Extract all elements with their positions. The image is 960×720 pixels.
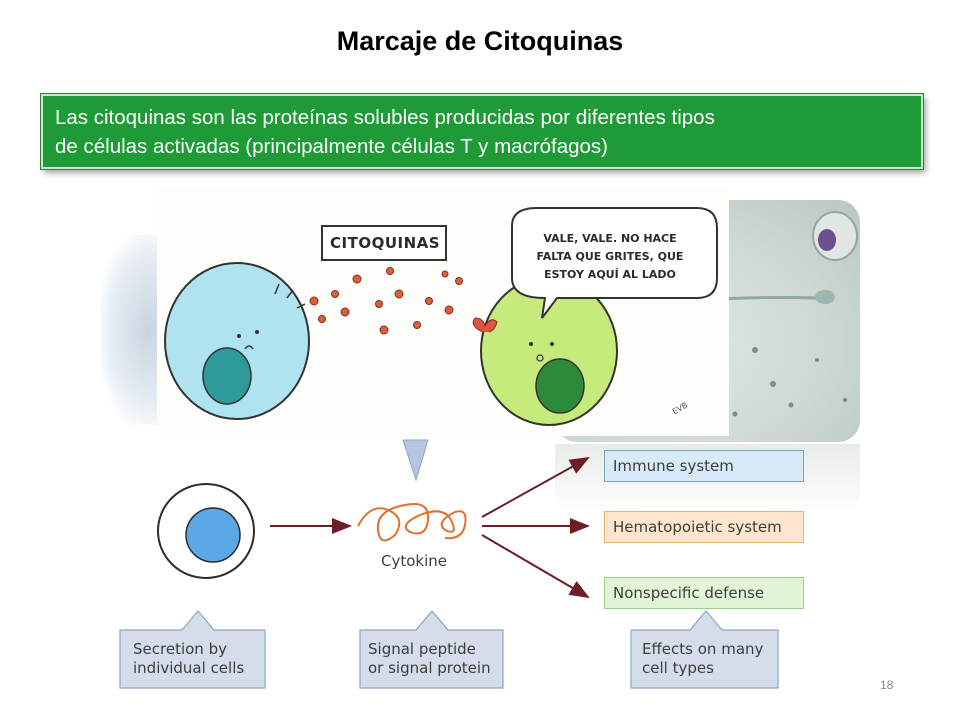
banner-line-1: Las citoquinas son las proteínas soluble… xyxy=(55,106,715,129)
callout-secretion xyxy=(119,610,266,689)
callout-effects-line-2: cell types xyxy=(642,659,714,677)
banner-line-2: de células activadas (principalmente cél… xyxy=(55,135,609,158)
effect-nonspecific-defense: Nonspecific defense xyxy=(604,577,804,609)
callout-signal-line-1: Signal peptide xyxy=(368,640,476,658)
arrow-nonspecific xyxy=(481,534,590,599)
page-number: 18 xyxy=(880,678,894,692)
pointer-triangle xyxy=(402,439,429,482)
cell-nucleus xyxy=(185,507,241,563)
citoquinas-label: CITOQUINAS xyxy=(330,234,441,252)
callout-effects-line-1: Effects on many xyxy=(642,640,764,658)
callout-signal xyxy=(359,610,504,689)
speech-line-1: VALE, VALE. NO HACE xyxy=(543,232,677,245)
effect-hematopoietic-system: Hematopoietic system xyxy=(604,511,804,543)
arrow-immune xyxy=(481,457,590,518)
cytokine-cartoon xyxy=(157,186,729,436)
speech-line-3: ESTOY AQUÍ AL LADO xyxy=(544,268,676,281)
callout-effects xyxy=(630,610,779,689)
speech-bubble-text: VALE, VALE. NO HACE FALTA QUE GRITES, QU… xyxy=(520,230,700,284)
cytokine-label: Cytokine xyxy=(381,552,447,570)
callout-secretion-line-2: individual cells xyxy=(133,659,245,677)
callout-secretion-text: Secretion by individual cells xyxy=(133,640,244,678)
slide-title: Marcaje de Citoquinas xyxy=(336,26,624,56)
cytokine-molecule xyxy=(357,503,467,542)
callout-signal-line-2: or signal protein xyxy=(368,659,491,677)
definition-banner: Las citoquinas son las proteínas soluble… xyxy=(41,94,923,169)
effect-immune-system: Immune system xyxy=(604,450,804,482)
callout-effects-text: Effects on many cell types xyxy=(642,640,763,678)
callout-secretion-line-1: Secretion by xyxy=(133,640,227,658)
speech-line-2: FALTA QUE GRITES, QUE xyxy=(536,250,684,263)
callout-signal-text: Signal peptide or signal protein xyxy=(368,640,491,678)
